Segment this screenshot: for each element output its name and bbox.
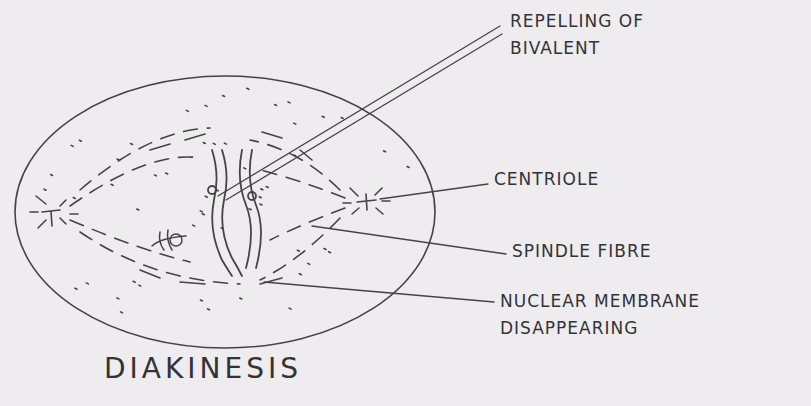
part-label: CENTRIOLE bbox=[494, 166, 694, 193]
cytoplasm-dot bbox=[75, 288, 77, 289]
centriole-left bbox=[30, 196, 78, 228]
cytoplasm-dot bbox=[329, 252, 331, 253]
cell-outline bbox=[15, 76, 435, 348]
cytoplasm-dot bbox=[308, 263, 310, 264]
cytoplasm-dot bbox=[205, 196, 207, 197]
cytoplasm-dot bbox=[259, 197, 261, 198]
leader-lines bbox=[218, 26, 506, 302]
cytoplasm-dot bbox=[247, 88, 249, 89]
cytoplasm-dot bbox=[73, 198, 75, 199]
cytoplasm-dots bbox=[44, 88, 409, 313]
cytoplasm-dot bbox=[240, 298, 242, 299]
cytoplasm-dot bbox=[133, 281, 135, 282]
cytoplasm-dot bbox=[51, 175, 53, 176]
cytoplasm-dot bbox=[137, 209, 139, 210]
cytoplasm-dot bbox=[86, 283, 88, 284]
cytoplasm-dot bbox=[341, 118, 343, 119]
cytoplasm-dot bbox=[111, 184, 113, 185]
cytoplasm-dot bbox=[322, 116, 324, 117]
spindle-fibres bbox=[70, 128, 345, 284]
cytoplasm-dot bbox=[139, 285, 141, 286]
cytoplasm-dot bbox=[205, 105, 207, 106]
centriole-right bbox=[343, 188, 390, 214]
cytoplasm-dot bbox=[131, 144, 133, 145]
cytoplasm-dot bbox=[79, 140, 81, 141]
cytoplasm-dot bbox=[201, 300, 203, 301]
cytoplasm-dot bbox=[208, 309, 210, 310]
cytoplasm-dot bbox=[249, 209, 251, 210]
cytoplasm-dot bbox=[260, 204, 262, 205]
part-label: SPINDLE FIBRE bbox=[512, 238, 712, 265]
cytoplasm-dot bbox=[261, 189, 263, 190]
cytoplasm-dot bbox=[193, 225, 195, 226]
small-bivalent bbox=[152, 230, 186, 250]
cytoplasm-dot bbox=[203, 143, 205, 144]
cytoplasm-dot bbox=[244, 168, 246, 169]
cytoplasm-dot bbox=[186, 110, 188, 111]
cytoplasm-dot bbox=[275, 105, 277, 106]
cytoplasm-dot bbox=[407, 167, 409, 168]
cytoplasm-dot bbox=[297, 250, 299, 251]
cytoplasm-dot bbox=[294, 123, 296, 124]
stage-caption: DIAKINESIS bbox=[104, 352, 302, 386]
cytoplasm-dot bbox=[288, 102, 290, 103]
cytoplasm-dot bbox=[200, 211, 202, 212]
cytoplasm-dot bbox=[213, 143, 215, 144]
cytoplasm-dot bbox=[155, 175, 157, 176]
cytoplasm-dot bbox=[224, 143, 226, 144]
part-label: NUCLEAR MEMBRANE DISAPPEARING bbox=[500, 288, 705, 342]
cytoplasm-dot bbox=[289, 308, 291, 309]
part-label: REPELLING OF BIVALENT bbox=[510, 8, 670, 62]
cytoplasm-dot bbox=[71, 145, 73, 146]
cytoplasm-dot bbox=[166, 173, 168, 174]
cytoplasm-dot bbox=[324, 249, 326, 250]
cytoplasm-dot bbox=[266, 187, 268, 188]
cytoplasm-dot bbox=[44, 189, 46, 190]
cytoplasm-dot bbox=[299, 274, 301, 275]
cytoplasm-dot bbox=[121, 312, 123, 313]
cytoplasm-dot bbox=[223, 96, 225, 97]
cytoplasm-dot bbox=[384, 151, 386, 152]
cytoplasm-dot bbox=[202, 214, 204, 215]
cytoplasm-dot bbox=[117, 298, 119, 299]
bivalent-chromosomes bbox=[208, 150, 261, 276]
